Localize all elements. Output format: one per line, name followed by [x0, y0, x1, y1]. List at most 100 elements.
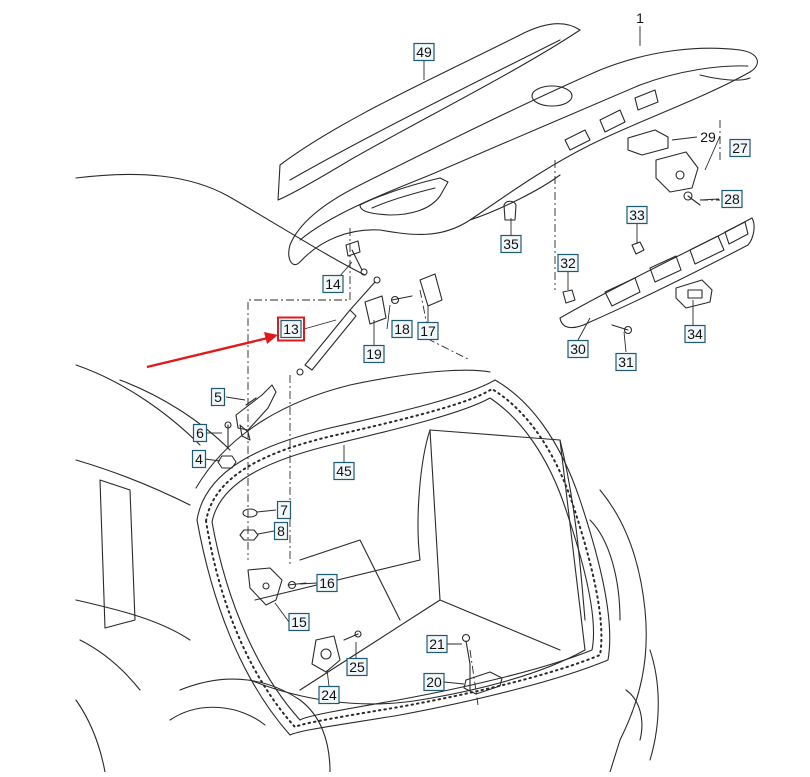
highlight-arrow [146, 332, 278, 369]
car-body-outline [75, 173, 659, 773]
callout-27: 27 [729, 138, 751, 158]
callout-4: 4 [191, 449, 207, 469]
callout-label: 8 [277, 523, 285, 539]
callout-box [391, 319, 413, 339]
spoiler [277, 23, 581, 201]
clip-19 [364, 295, 387, 325]
callout-16: 16 [316, 573, 338, 593]
callout-35: 35 [500, 234, 522, 254]
callout-box [346, 657, 368, 677]
callout-box [557, 253, 579, 273]
callout-box [318, 685, 340, 705]
callout-label: 35 [503, 236, 519, 252]
callout-label: 33 [629, 207, 645, 223]
callout-28: 28 [721, 189, 743, 209]
callout-box [615, 352, 637, 372]
callout-1: 1 [636, 10, 644, 26]
callout-label: 45 [336, 463, 352, 479]
callout-34: 34 [684, 324, 706, 344]
callout-25: 25 [346, 657, 368, 677]
striker [463, 671, 503, 695]
rear-camera [675, 279, 713, 309]
callout-label: 6 [196, 425, 204, 441]
callout-31: 31 [615, 352, 637, 372]
callout-label: 31 [618, 354, 634, 370]
callout-box [729, 138, 751, 158]
callout-7: 7 [276, 500, 292, 520]
callout-box [721, 189, 743, 209]
callout-box [413, 42, 435, 62]
callout-label: 16 [319, 575, 335, 591]
callout-label: 32 [560, 255, 576, 271]
callout-label: 17 [420, 323, 436, 339]
callout-box [426, 634, 448, 654]
callout-label: 24 [321, 687, 337, 703]
callout-label: 1 [636, 10, 644, 26]
callout-label: 34 [687, 326, 703, 342]
callout-label: 21 [429, 636, 445, 652]
callout-box [192, 423, 208, 443]
callout-label: 27 [732, 140, 748, 156]
callout-label: 19 [366, 346, 382, 362]
tailgate-seal [196, 379, 611, 736]
callout-label: 13 [283, 321, 299, 337]
callout-label: 25 [349, 659, 365, 675]
callout-14: 14 [322, 274, 344, 294]
clip-33 [631, 241, 645, 255]
clip-35 [503, 200, 517, 221]
callout-15: 15 [288, 612, 310, 632]
tailgate-panel [288, 47, 758, 266]
callout-label: 30 [570, 341, 586, 357]
callout-box [210, 387, 226, 407]
callout-20: 20 [423, 672, 445, 692]
hinge [235, 384, 277, 441]
clip-32 [562, 289, 576, 304]
callout-box [273, 521, 289, 541]
callout-18: 18 [391, 319, 413, 339]
callout-label: 5 [214, 389, 222, 405]
callout-box [417, 321, 439, 341]
callout-box [276, 500, 292, 520]
callout-label: 20 [426, 674, 442, 690]
callout-45: 45 [333, 461, 355, 481]
highlight-box [277, 316, 305, 342]
callout-29: 29 [700, 129, 716, 145]
callout-49: 49 [413, 42, 435, 62]
callout-box [280, 319, 302, 339]
callout-32: 32 [557, 253, 579, 273]
callout-label: 49 [416, 44, 432, 60]
callout-box [684, 324, 706, 344]
callout-box [191, 449, 207, 469]
buffer-17 [419, 273, 443, 307]
callout-box [333, 461, 355, 481]
callout-box [322, 274, 344, 294]
callout-label: 18 [394, 321, 410, 337]
callout-label: 4 [195, 451, 203, 467]
callout-box [363, 344, 385, 364]
callout-box [316, 573, 338, 593]
callout-box [626, 205, 648, 225]
latch-bracket [655, 151, 699, 193]
handle-trim-panel [559, 217, 755, 329]
callout-label: 29 [700, 129, 716, 145]
callout-box [288, 612, 310, 632]
gas-strut [296, 276, 381, 376]
callout-box [500, 234, 522, 254]
callout-21: 21 [426, 634, 448, 654]
callout-33: 33 [626, 205, 648, 225]
callout-box [567, 339, 589, 359]
callout-19: 19 [363, 344, 385, 364]
tailgate-lock [311, 635, 341, 673]
latch-switch [627, 129, 669, 156]
callout-24: 24 [318, 685, 340, 705]
callout-label: 14 [325, 276, 341, 292]
callout-5: 5 [210, 387, 226, 407]
callout-6: 6 [192, 423, 208, 443]
callout-17: 17 [417, 321, 439, 341]
callout-30: 30 [567, 339, 589, 359]
callout-8: 8 [273, 521, 289, 541]
callout-label: 7 [280, 502, 288, 518]
callout-label: 28 [724, 191, 740, 207]
